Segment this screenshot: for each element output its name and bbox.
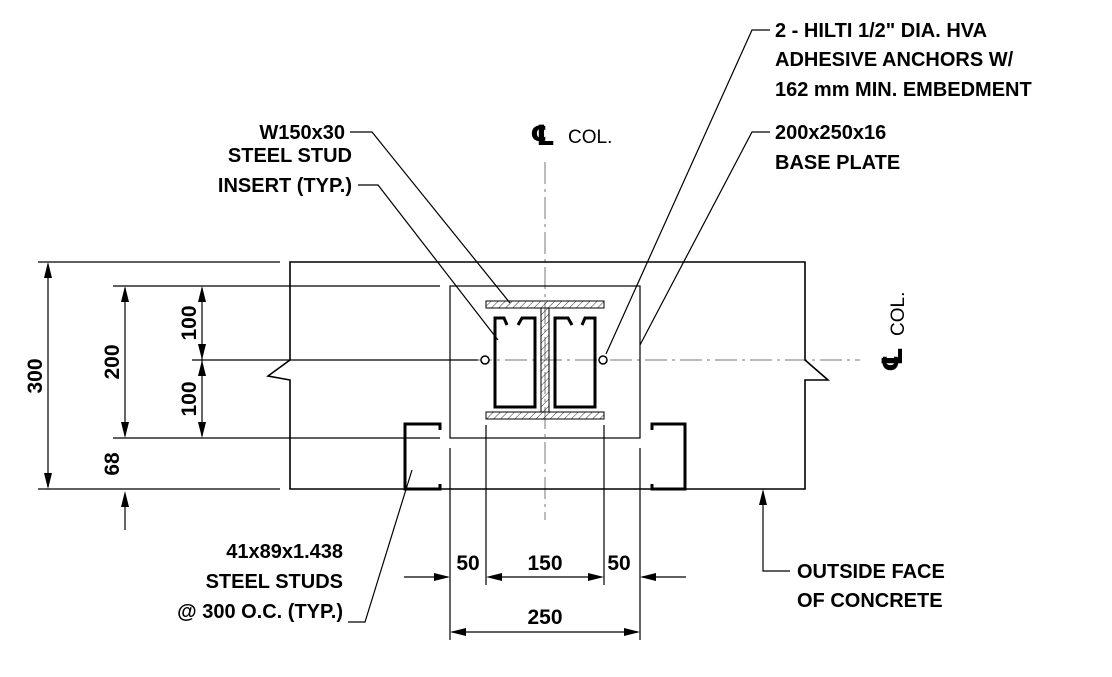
leader-base-plate	[639, 131, 770, 346]
dim-300-label: 300	[24, 358, 47, 393]
stud-insert-left	[493, 316, 537, 409]
anchor-label-line3: 162 mm MIN. EMBEDMENT	[775, 79, 1032, 101]
steel-studs-label-line2: STEEL STUDS	[206, 571, 343, 593]
centerline-col-right: COL.	[888, 292, 909, 336]
stud-insert-label-line1: STEEL STUD	[228, 145, 352, 167]
centerline-symbol-top: ℄	[530, 120, 555, 151]
dim-200-label: 200	[101, 344, 124, 379]
leader-steel-studs	[348, 469, 413, 623]
column-section-label: W150x30	[259, 122, 345, 144]
dim-250-label: 250	[527, 606, 562, 629]
centerline-marker-top: ℄ COL.	[530, 120, 612, 151]
stud-insert-right	[553, 316, 597, 409]
dim-100-upper-label: 100	[178, 305, 201, 340]
dim-200: 200	[101, 285, 440, 439]
centerline-marker-right: ℄ COL.	[877, 292, 909, 372]
steel-stud-right	[650, 422, 687, 491]
dim-150-label: 150	[527, 552, 562, 575]
arrow-outside-face	[759, 489, 767, 505]
leader-anchors	[605, 29, 770, 355]
anchor-right	[598, 355, 608, 365]
dim-68: 68	[101, 452, 129, 530]
base-plate-label-line1: 200x250x16	[775, 122, 886, 144]
w-section-column	[485, 300, 605, 420]
dim-100-pair: 100 100	[178, 286, 478, 438]
anchor-left	[480, 355, 490, 365]
centerline-symbol-right: ℄	[877, 347, 908, 372]
dim-250: 250	[450, 606, 640, 636]
dim-50-right-label: 50	[607, 552, 630, 575]
leader-outside-face	[762, 500, 790, 572]
leader-w150	[350, 131, 511, 304]
centerline-col-top: COL.	[568, 127, 612, 148]
outside-face-label-line2: OF CONCRETE	[797, 590, 943, 612]
dim-bottom-row: 50 150 50	[404, 425, 686, 640]
dim-68-label: 68	[101, 452, 124, 476]
outside-face-label-line1: OUTSIDE FACE	[797, 561, 945, 583]
anchor-label-line1: 2 - HILTI 1/2" DIA. HVA	[775, 20, 987, 42]
dim-300: 300	[24, 261, 280, 490]
leader-stud-insert	[358, 184, 499, 341]
dim-100-lower-label: 100	[178, 381, 201, 416]
steel-studs-label-line1: 41x89x1.438	[226, 541, 343, 563]
steel-stud-left	[403, 422, 442, 491]
base-plate-label-line2: BASE PLATE	[775, 152, 900, 174]
anchor-label-line2: ADHESIVE ANCHORS W/	[775, 49, 1014, 71]
stud-insert-label-line2: INSERT (TYP.)	[218, 175, 352, 197]
concrete-wall-outline	[266, 261, 831, 490]
dim-50-left-label: 50	[456, 552, 479, 575]
base-plate-outline	[449, 285, 641, 439]
steel-studs-label-line3: @ 300 O.C. (TYP.)	[177, 601, 343, 623]
